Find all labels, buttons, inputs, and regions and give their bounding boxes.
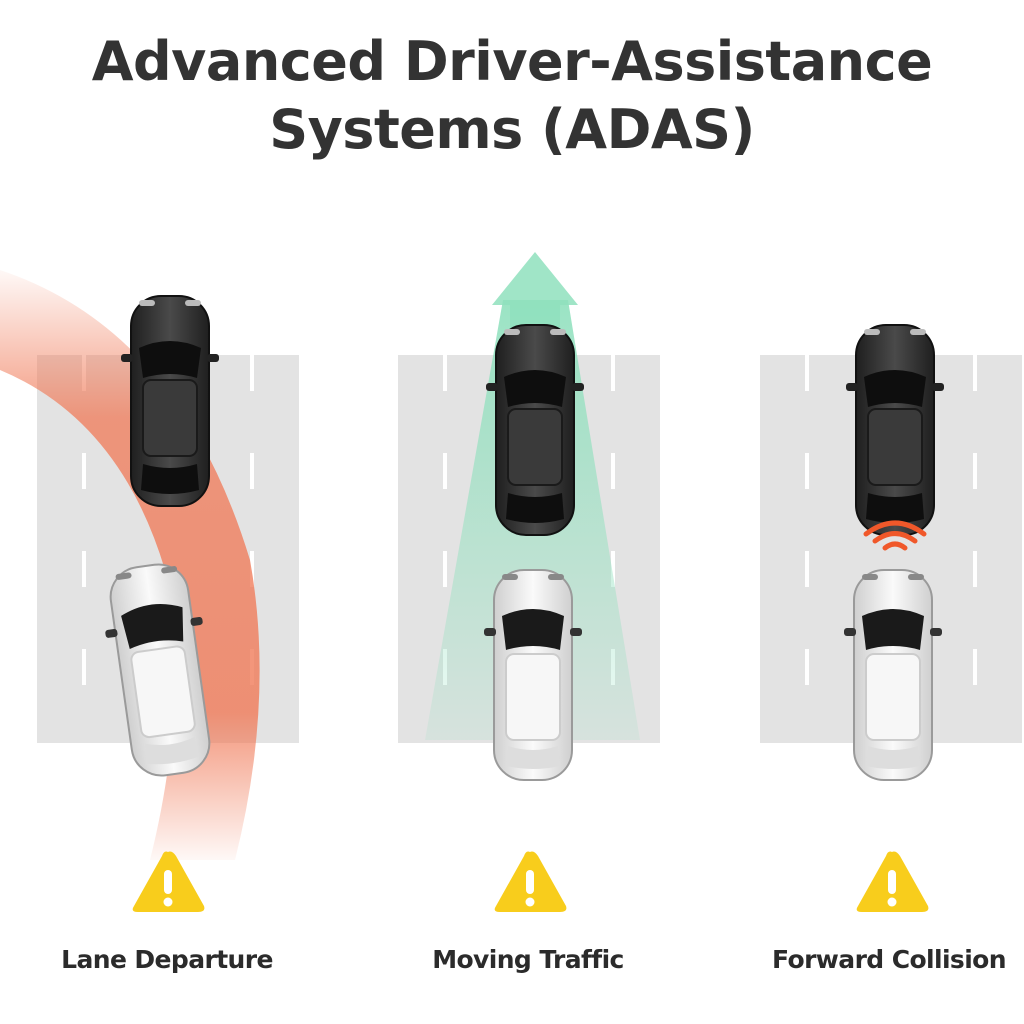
warning-triangle-icon	[494, 851, 567, 912]
title-line-2: Systems (ADAS)	[269, 98, 755, 161]
collision-signal-icon	[863, 520, 927, 551]
label-lane-departure: Lane Departure	[61, 945, 273, 974]
page-title: Advanced Driver-Assistance Systems (ADAS…	[0, 28, 1024, 164]
dark-car-ahead	[845, 324, 945, 536]
dark-car-moving	[485, 324, 585, 536]
warning-triangle-icon	[132, 851, 205, 912]
moving-traffic-panel	[398, 252, 660, 781]
white-car-approaching	[843, 569, 943, 781]
forward-collision-panel	[760, 324, 1022, 781]
white-car-following	[483, 569, 583, 781]
forward-arrow-icon	[492, 252, 578, 330]
label-forward-collision: Forward Collision	[772, 945, 1007, 974]
dark-car-lead	[120, 295, 220, 507]
label-moving-traffic: Moving Traffic	[432, 945, 624, 974]
title-line-1: Advanced Driver-Assistance	[91, 30, 933, 93]
lane-departure-panel	[0, 270, 299, 860]
warning-triangle-icon	[856, 851, 929, 912]
